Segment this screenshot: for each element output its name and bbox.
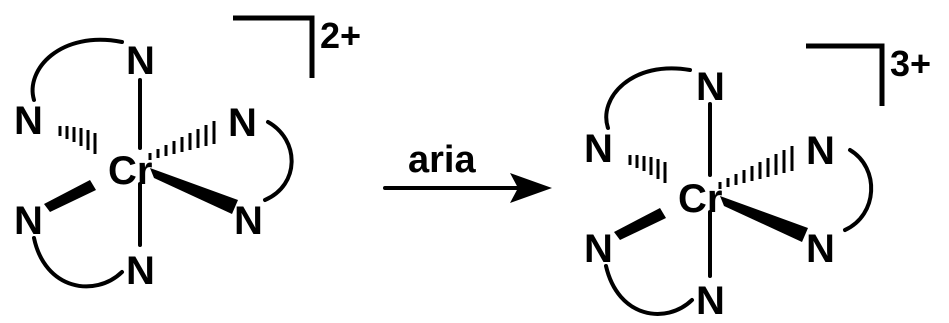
product-complex: Cr N N N N N N 3+ <box>584 43 931 323</box>
arrow-head <box>510 173 552 203</box>
reactant-hashed-bond-left <box>58 126 97 154</box>
reactant-bracket <box>233 15 315 78</box>
product-ligand-atom-left-lower: N <box>584 227 613 271</box>
reactant-ligand-atom-right-upper: N <box>228 101 257 145</box>
reactant-chelate-arc-top-left <box>30 37 124 102</box>
product-charge: 3+ <box>890 43 931 84</box>
product-chelate-arc-right <box>843 148 874 232</box>
product-ligand-atom-right-upper: N <box>806 129 835 173</box>
reactant-ligand-atom-bottom: N <box>126 249 155 293</box>
reaction-arrow: aria <box>383 139 552 203</box>
reactant-hashed-bond-right <box>148 121 216 160</box>
reactant-chelate-arc-bottom-left <box>32 236 124 289</box>
product-metal-label: Cr <box>678 177 722 221</box>
reactant-ligand-atom-right-lower: N <box>234 199 263 243</box>
product-hashed-bond-left <box>628 155 667 183</box>
arrow-label: aria <box>408 139 476 181</box>
product-ligand-atom-bottom: N <box>696 279 725 323</box>
reactant-complex: Cr N N N N N N 2+ <box>14 15 361 293</box>
product-ligand-atom-left-upper: N <box>584 127 613 171</box>
reactant-ligand-atom-top: N <box>126 39 155 83</box>
product-chelate-arc-bottom-left <box>604 264 694 316</box>
product-wedge-bond-left <box>614 208 666 240</box>
reactant-ligand-atom-left-upper: N <box>14 99 43 143</box>
reactant-metal-label: Cr <box>108 149 152 193</box>
reactant-ligand-atom-left-lower: N <box>14 199 43 243</box>
product-chelate-arc-top-left <box>604 66 692 130</box>
reactant-charge: 2+ <box>320 15 361 56</box>
reactant-wedge-bond-left <box>44 180 96 212</box>
product-bracket <box>806 43 885 106</box>
product-ligand-atom-top: N <box>696 65 725 109</box>
product-ligand-atom-right-lower: N <box>806 227 835 271</box>
product-hashed-bond-right <box>718 146 794 189</box>
reactant-chelate-arc-right <box>263 120 294 202</box>
reactant-wedge-bond-right <box>150 168 238 214</box>
product-wedge-bond-right <box>720 196 808 242</box>
